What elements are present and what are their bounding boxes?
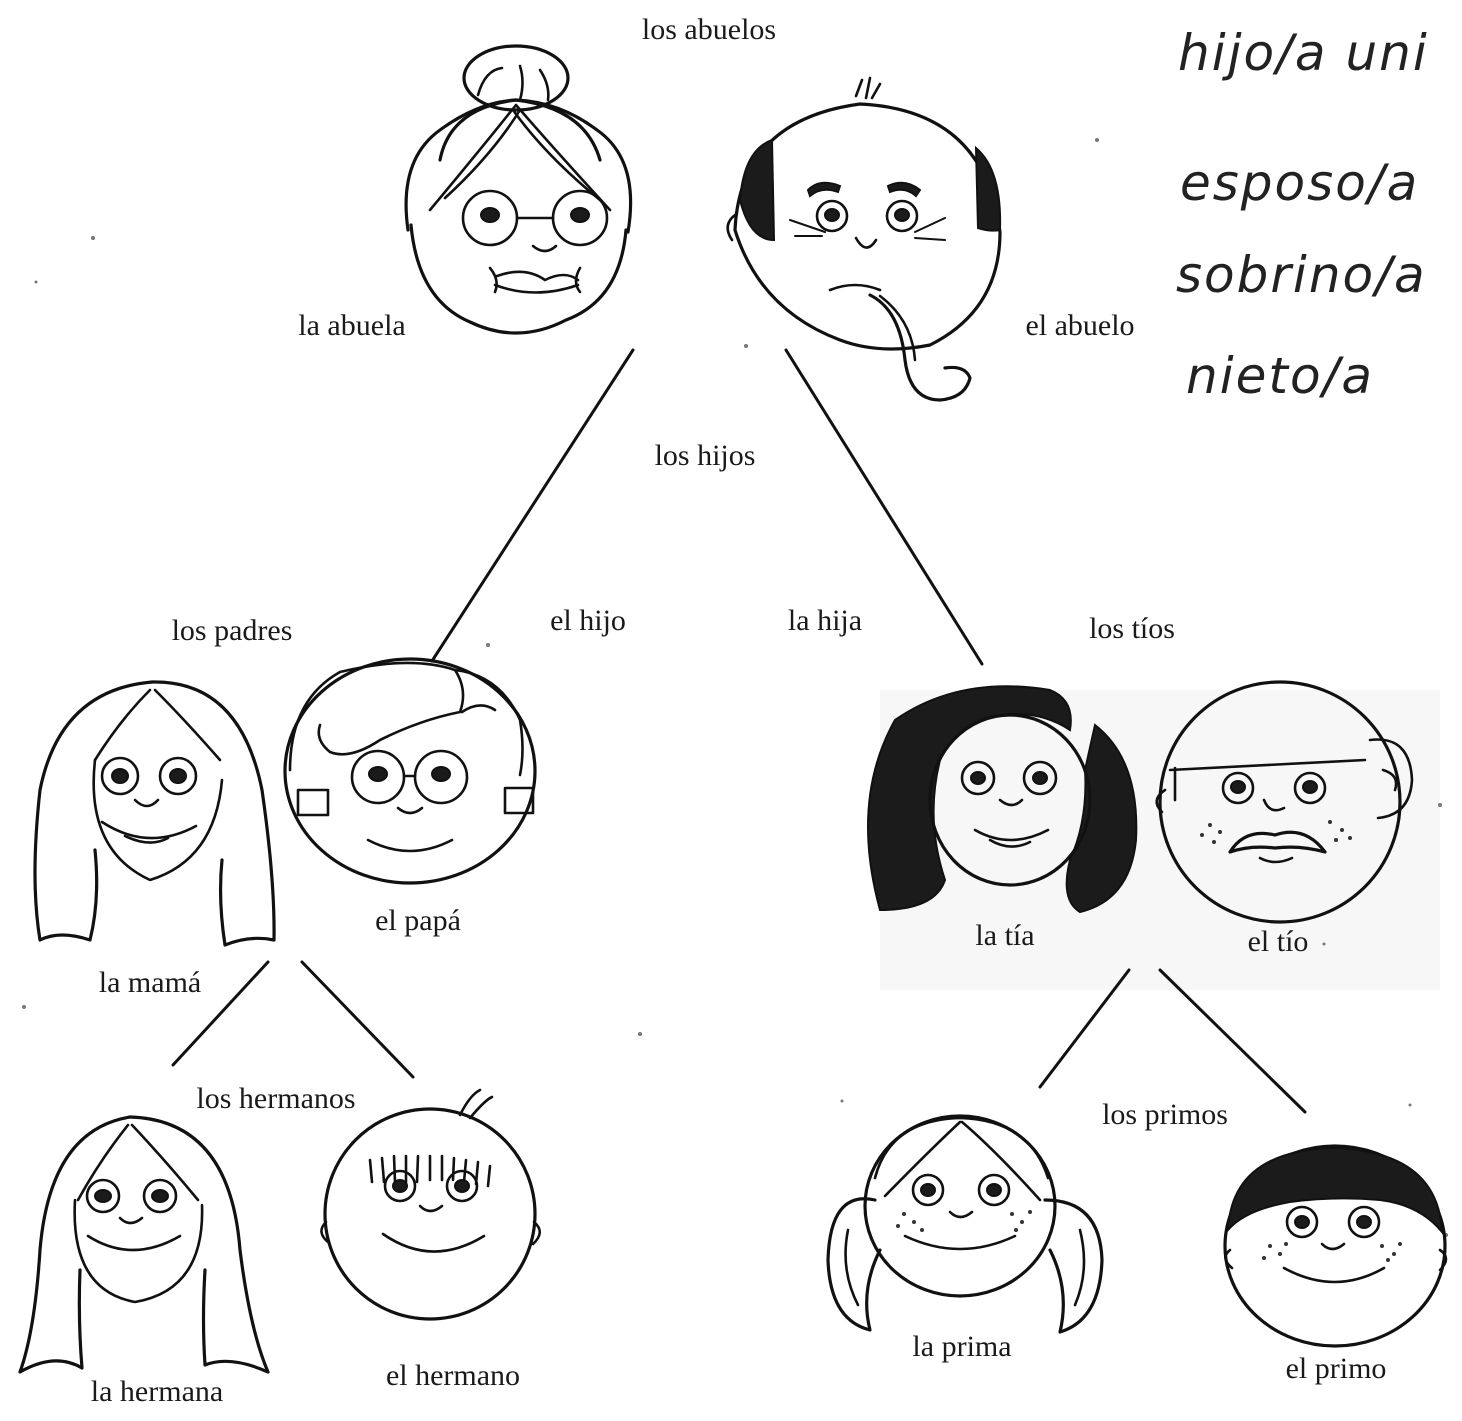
label-uncle: el tío [1248,925,1309,958]
label-parents: los padres [172,614,293,647]
label-daughter: la hija [788,604,862,637]
label-siblings: los hermanos [196,1082,355,1115]
label-aunts-uncles: los tíos [1089,612,1175,645]
handwritten-note: esposo/a [1180,154,1419,212]
label-cousins: los primos [1102,1098,1228,1131]
label-male-cousin: el primo [1286,1352,1387,1385]
grandfather-face [726,76,1002,402]
uncle-face [1155,680,1414,924]
printed-labels: los abuelos la abuela el abuelo los hijo… [91,13,1387,1408]
label-grandparents: los abuelos [642,13,776,46]
grandmother-face [404,44,633,335]
label-children: los hijos [655,439,756,472]
label-brother: el hermano [386,1359,520,1392]
label-grandfather: el abuelo [1025,309,1134,342]
handwritten-note: sobrino/a [1176,246,1427,304]
connector-grandparents-to-aunt [784,348,984,666]
label-sister: la hermana [91,1375,223,1408]
label-mom: la mamá [99,966,201,999]
mom-face [33,680,276,947]
connector-parents-to-brother [300,960,415,1079]
aunt-face [867,685,1138,914]
male-cousin-face [1223,1144,1448,1348]
brother-face [320,1088,542,1321]
female-cousin-face [826,1114,1104,1334]
handwritten-note: hijo/a uni [1178,24,1429,82]
handwritten-notes: hijo/a uni esposo/a sobrino/a nieto/a [1176,24,1429,405]
scan-noise [22,138,1448,1237]
label-grandmother: la abuela [298,309,405,342]
connector-tios-to-prima [1038,968,1131,1089]
label-female-cousin: la prima [912,1330,1011,1363]
connector-grandparents-to-dad [430,348,635,663]
tree-connectors [171,348,1307,1114]
handwritten-note: nieto/a [1186,347,1374,405]
connector-tios-to-primo [1158,968,1307,1114]
label-son: el hijo [550,604,626,637]
dad-face [283,657,537,885]
label-aunt: la tía [975,919,1034,952]
label-dad: el papá [375,904,461,937]
sister-face [18,1115,270,1374]
connector-parents-to-sister [171,960,270,1067]
